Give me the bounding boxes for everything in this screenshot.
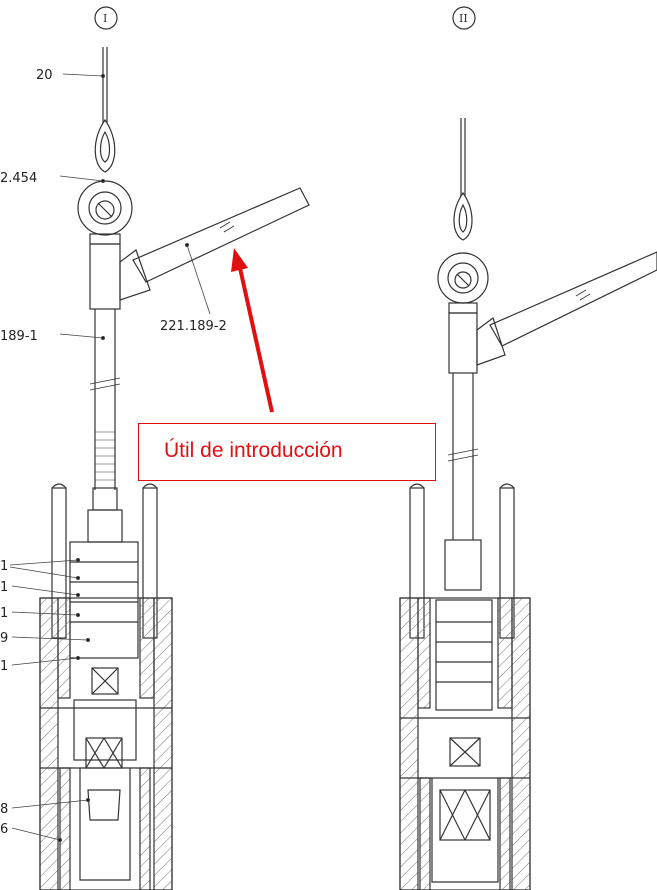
view-ii-marker	[452, 6, 476, 30]
view-i-marker-label: I	[103, 12, 107, 25]
part-label-454: 2.454	[0, 171, 37, 186]
part-label-1b: 1	[0, 580, 8, 595]
view-i-marker	[94, 6, 118, 30]
part-label-20: 20	[36, 68, 53, 83]
part-label-8: 8	[0, 802, 8, 817]
callout-arrow	[231, 248, 274, 413]
callout-text: Útil de introducción	[164, 439, 343, 462]
part-label-189-1: 189-1	[0, 329, 38, 344]
part-label-221-189-2: 221.189-2	[160, 319, 227, 334]
callout-box: Útil de introducción	[138, 423, 436, 481]
part-label-1d: 1	[0, 659, 8, 674]
part-label-6: 6	[0, 822, 8, 837]
view-i: I	[39, 6, 310, 890]
part-label-1c: 1	[0, 606, 8, 621]
view-ii: II	[399, 6, 657, 890]
view-ii-marker-label: II	[459, 12, 468, 25]
part-label-1a: 1	[0, 559, 8, 574]
part-label-9: 9	[0, 631, 8, 646]
